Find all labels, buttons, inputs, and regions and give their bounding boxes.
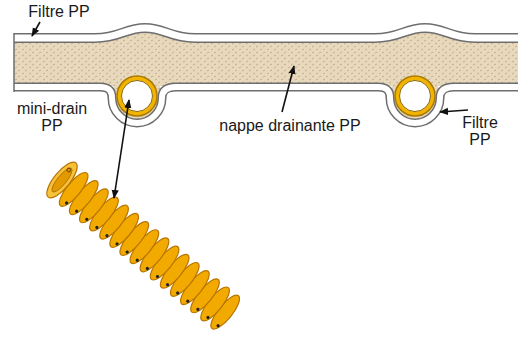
pipe-perforation: [155, 274, 160, 279]
pipe-perforation: [115, 242, 120, 247]
pipe-perforation: [175, 291, 180, 296]
pipe-perforation: [196, 307, 201, 312]
pipe-perforation: [105, 233, 110, 238]
part-label: Filtre PP: [451, 114, 509, 148]
part-label: nappe drainante PP: [215, 117, 365, 134]
pipe-perforation: [206, 315, 211, 320]
leader-arrow: [282, 66, 294, 112]
pipe-opening: [49, 166, 75, 195]
leader-arrow: [32, 22, 40, 36]
pipe-perforation: [165, 283, 170, 288]
part-label: Filtre PP: [4, 3, 114, 20]
pipe-perforation: [186, 299, 191, 304]
pipe-perforation: [95, 225, 100, 230]
filter-body: [14, 28, 518, 38]
core-fill: [14, 28, 518, 86]
pipe-perforation: [66, 168, 71, 173]
pipe-perforation: [85, 217, 90, 222]
pipe-perforation: [145, 266, 150, 271]
pipe-bore: [400, 81, 431, 112]
mini-drain-section: [117, 76, 435, 116]
leader-arrow: [114, 100, 129, 198]
pipe-end: [42, 158, 82, 202]
pipe-bore: [122, 81, 153, 112]
pipe-perforation: [216, 323, 221, 328]
pipe-perforation: [125, 250, 130, 255]
filter-edge: [14, 28, 518, 38]
pipe-wall: [395, 76, 435, 116]
top-filter: [14, 28, 518, 38]
leader-arrows: [32, 22, 468, 198]
pipe-wall: [117, 76, 157, 116]
pipe-perforation: [135, 258, 140, 263]
pipe-perforation: [64, 201, 69, 206]
section-end: [13, 33, 15, 92]
leader-arrow: [440, 110, 468, 112]
part-label: mini-drain PP: [10, 100, 94, 134]
pipe-perforation: [74, 209, 79, 214]
corrugated-pipe: [42, 158, 245, 334]
